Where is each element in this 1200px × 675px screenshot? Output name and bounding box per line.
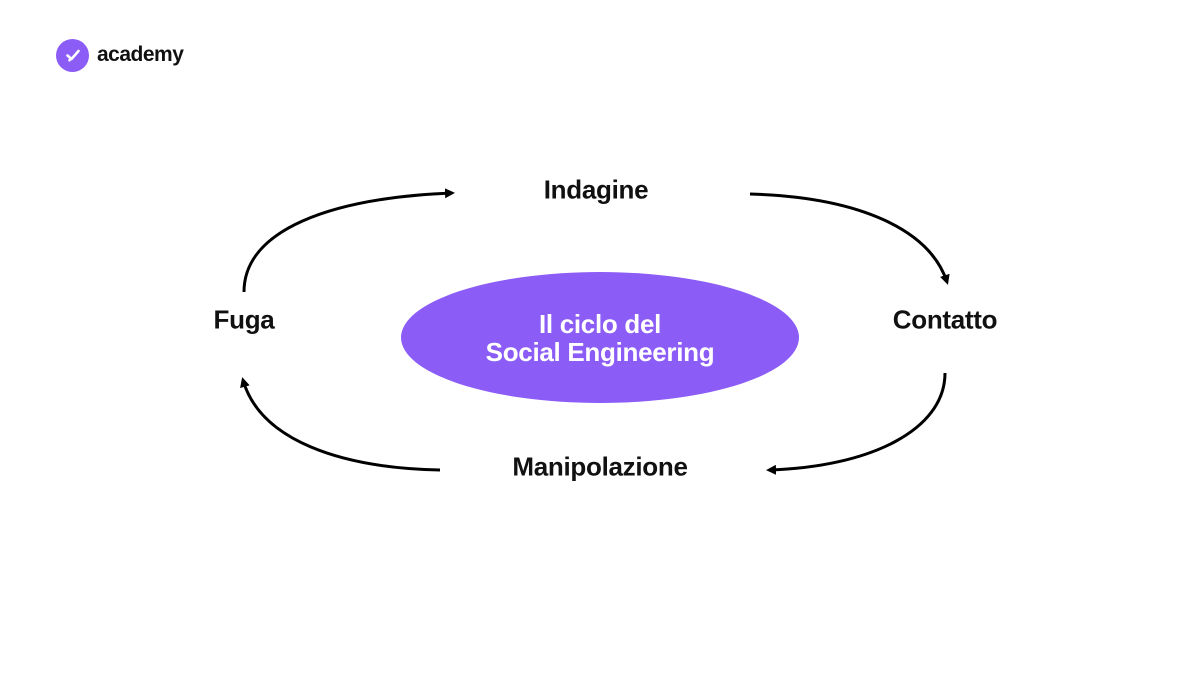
checkmark-icon bbox=[56, 38, 89, 72]
node-fuga: Fuga bbox=[213, 304, 275, 335]
arrow-indagine-to-contatto bbox=[749, 192, 950, 285]
node-indagine: Indagine bbox=[543, 174, 649, 205]
brand-name: academy bbox=[97, 43, 184, 66]
center-title-line-2: Social Engineering bbox=[485, 336, 715, 367]
arrow-fuga-to-indagine bbox=[242, 188, 455, 293]
node-contatto: Contatto bbox=[892, 304, 998, 335]
arrow-contatto-to-manipolazione bbox=[766, 372, 947, 475]
academy-logo: academy bbox=[56, 38, 184, 72]
arrow-manipolazione-to-fuga bbox=[240, 377, 441, 472]
center-title-ellipse: Il ciclo del Social Engineering bbox=[401, 272, 799, 403]
center-title-line-1: Il ciclo del bbox=[538, 308, 662, 339]
node-manipolazione: Manipolazione bbox=[512, 451, 688, 482]
